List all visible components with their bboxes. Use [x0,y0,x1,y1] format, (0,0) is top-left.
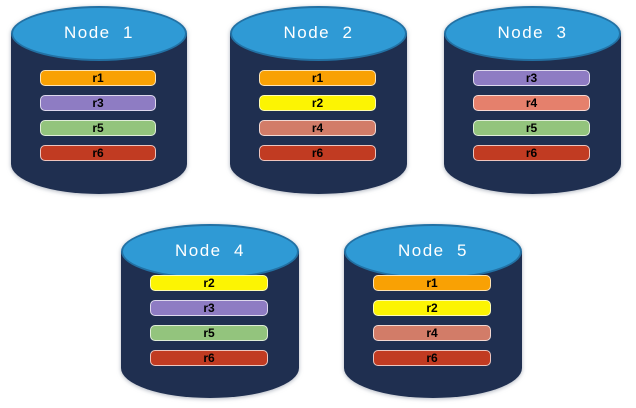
node-title: Node 3 [497,23,568,42]
node-title: Node 5 [397,241,469,260]
replica-bar: r2 [150,275,268,291]
replica-bars: r1 r3 r5 r6 [40,70,156,161]
replica-bar: r4 [473,95,590,111]
replica-bar: r4 [259,120,376,136]
replica-bar: r1 [259,70,376,86]
replica-bars: r3 r4 r5 r6 [473,70,590,161]
replica-bar: r5 [40,120,156,136]
replica-bars: r1 r2 r4 r6 [373,275,491,366]
node-4: Node 4 r2 r3 r5 r6 [121,224,299,398]
cylinder-cap [444,6,621,61]
node-3: Node 3 r3 r4 r5 r6 [444,6,621,194]
replica-bar: r6 [150,350,268,366]
cylinder-cap [230,6,407,61]
replica-bar: r2 [373,300,491,316]
replica-bar: r5 [150,325,268,341]
replica-bar: r1 [373,275,491,291]
replica-bar: r6 [473,145,590,161]
node-title: Node 2 [283,23,354,42]
node-title: Node 4 [174,241,246,260]
cylinder-cap [344,224,522,279]
node-1: Node 1 r1 r3 r5 r6 [11,6,187,194]
replica-bars: r1 r2 r4 r6 [259,70,376,161]
replica-bar: r5 [473,120,590,136]
replica-bar: r3 [473,70,590,86]
replica-bar: r1 [40,70,156,86]
replica-bar: r4 [373,325,491,341]
replica-bar: r6 [40,145,156,161]
replica-bar: r3 [150,300,268,316]
node-title: Node 1 [63,23,135,42]
replica-bars: r2 r3 r5 r6 [150,275,268,366]
replica-bar: r3 [40,95,156,111]
replica-bar: r2 [259,95,376,111]
node-2: Node 2 r1 r2 r4 r6 [230,6,407,194]
replica-bar: r6 [373,350,491,366]
node-5: Node 5 r1 r2 r4 r6 [344,224,522,398]
replica-bar: r6 [259,145,376,161]
cylinder-cap [11,6,187,61]
